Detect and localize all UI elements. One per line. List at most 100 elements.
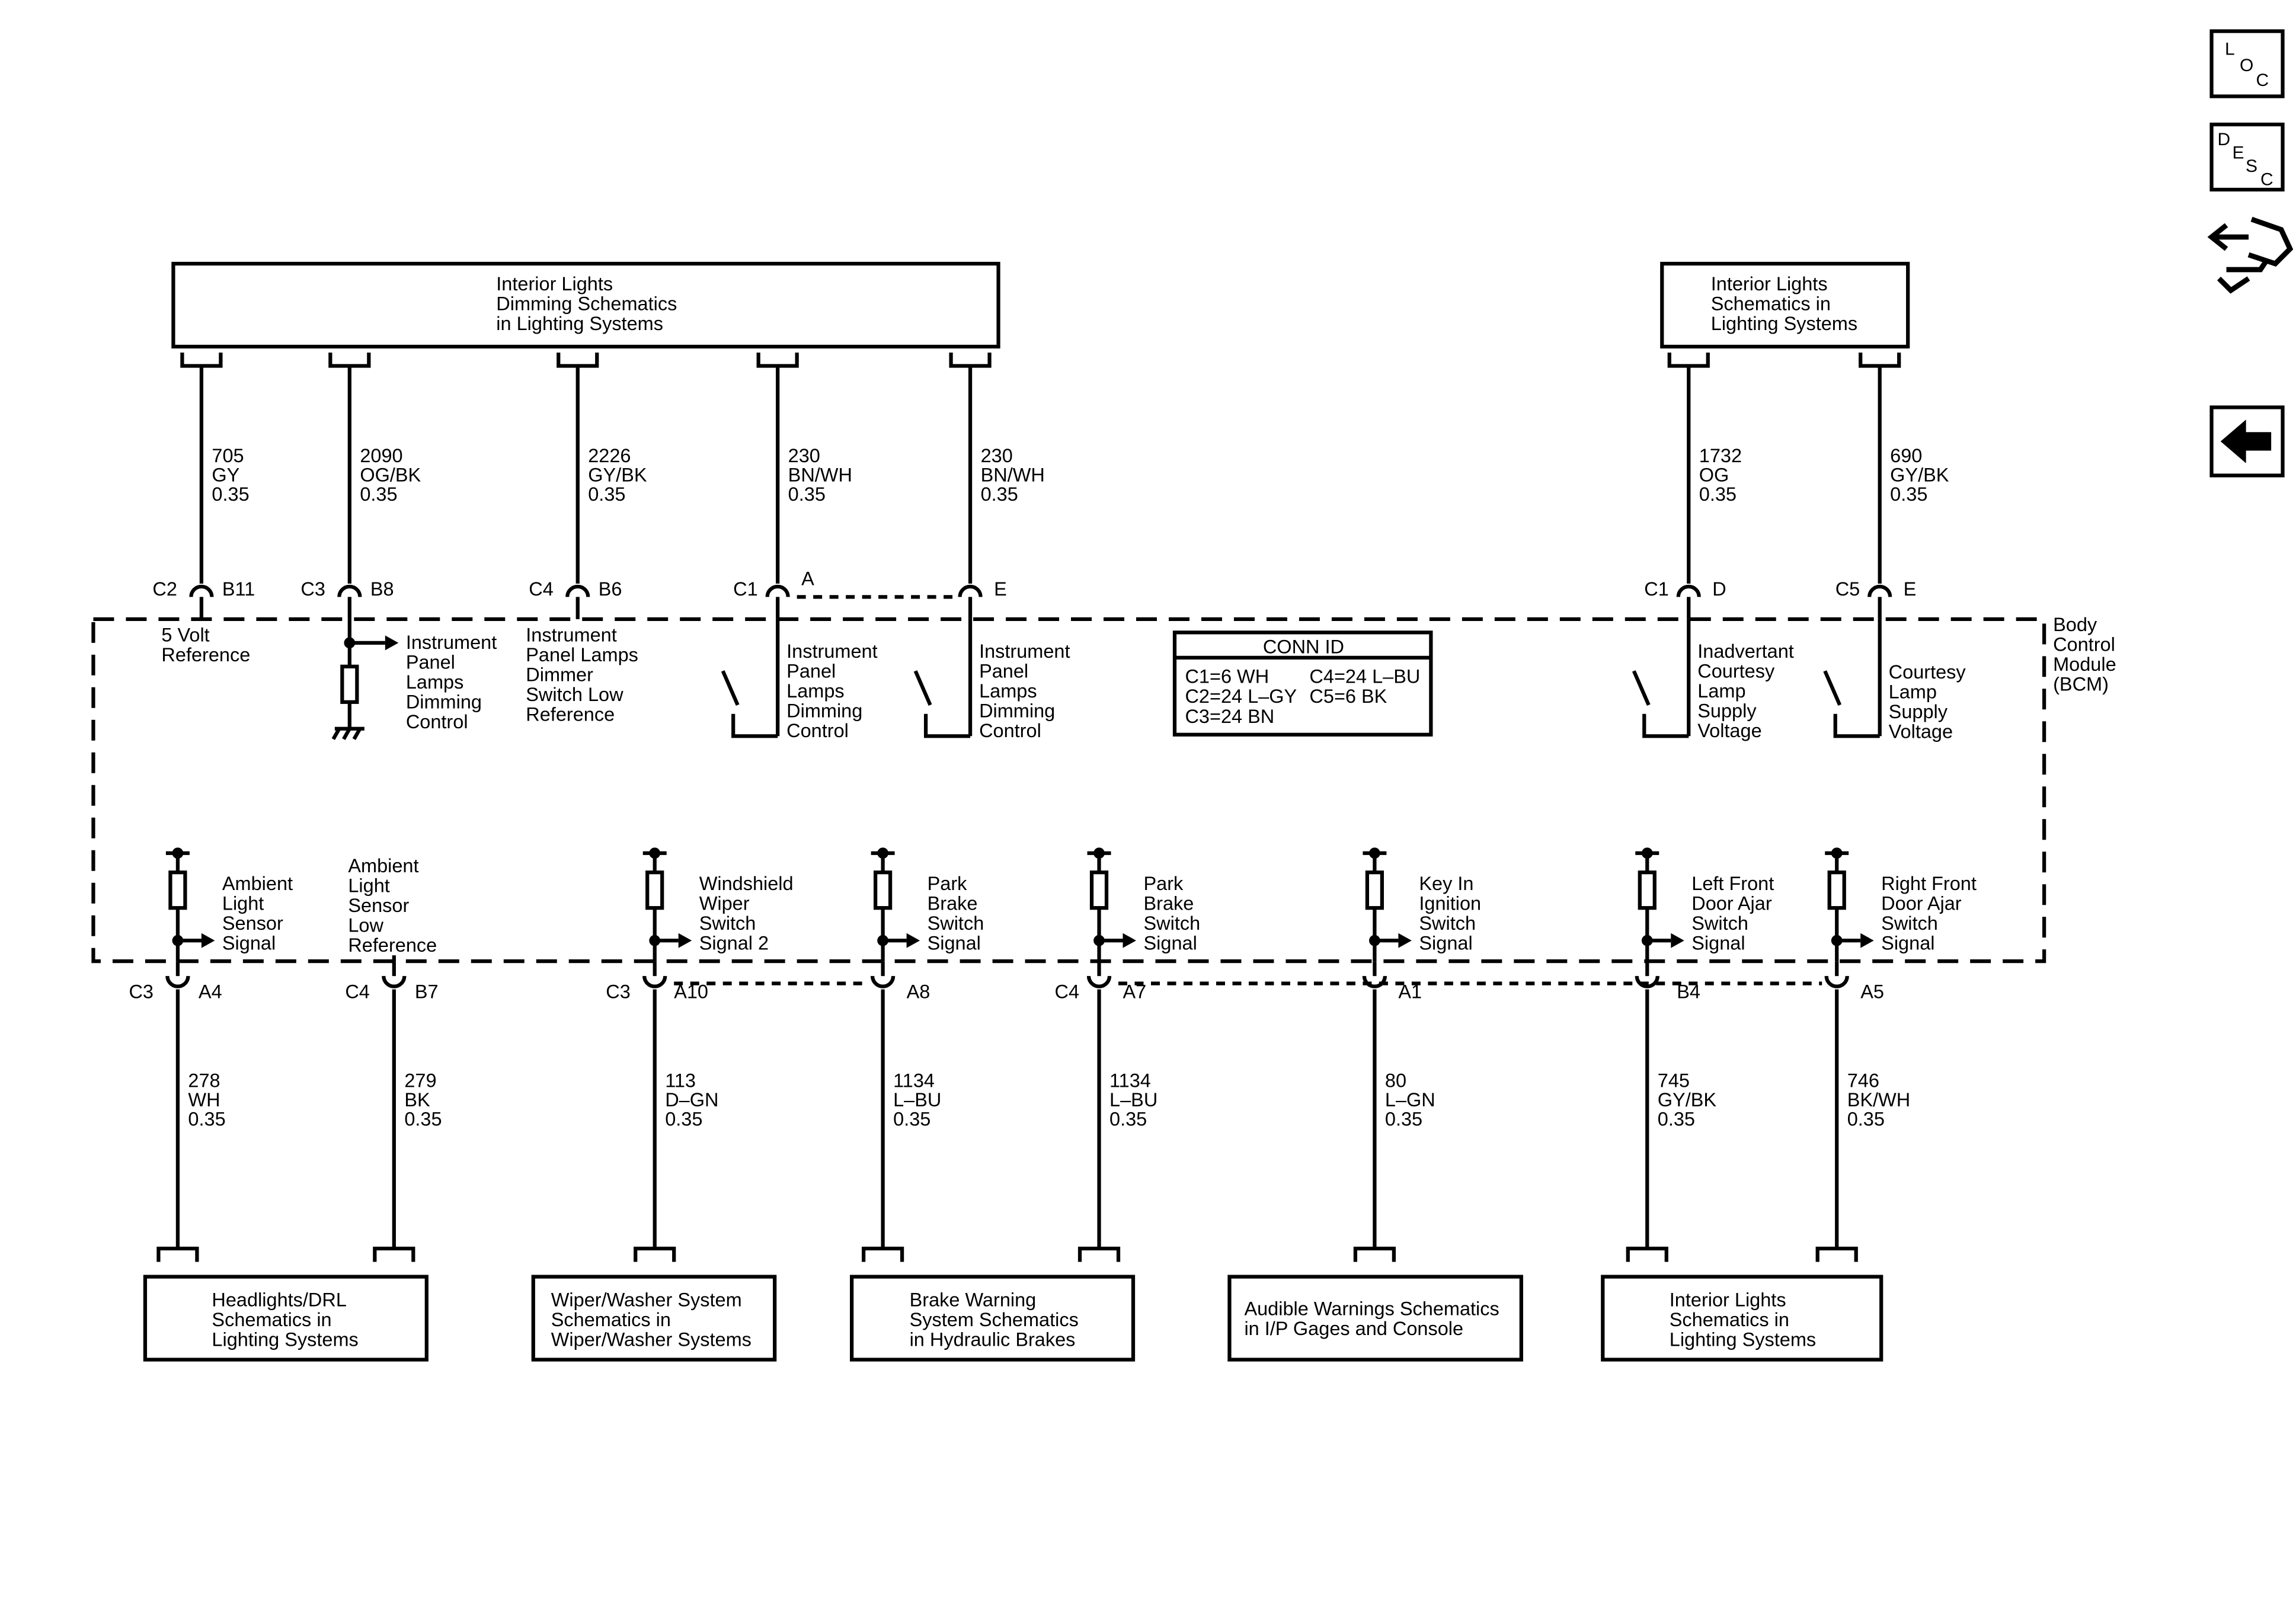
pin-id: A5	[1860, 981, 1884, 1003]
loc-button[interactable]	[2209, 29, 2285, 98]
wire-number: 279	[404, 1070, 436, 1092]
connector-id: C4	[345, 981, 370, 1003]
circuit-label: Ambient	[222, 873, 293, 894]
box-label: Schematics in	[212, 1309, 331, 1330]
switch-contact	[731, 713, 778, 738]
wire-color: OG/BK	[360, 464, 421, 485]
wire-gauge: 0.35	[1890, 484, 1927, 505]
connector-pin	[1868, 584, 1892, 597]
wire-gauge: 0.35	[788, 484, 826, 505]
circuit-label: Instrument	[406, 632, 497, 653]
circuit-label: Signal	[222, 933, 276, 954]
circuit-label: Reference	[526, 703, 615, 725]
pin-id: A	[801, 568, 814, 589]
connector-id: C1	[733, 578, 758, 600]
destination-box-1[interactable]	[531, 1275, 777, 1362]
terminal-bracket	[756, 352, 799, 368]
desc-button[interactable]	[2209, 122, 2285, 192]
wire-color: BN/WH	[981, 464, 1045, 485]
box-label: System Schematics	[910, 1309, 1079, 1330]
circuit-label: Courtesy	[1697, 660, 1775, 681]
connector-id: C4	[529, 578, 554, 600]
connector-id: C3	[129, 981, 154, 1003]
interior-lights-box-top[interactable]	[1660, 261, 1910, 349]
box-label: Interior Lights	[496, 273, 613, 295]
wire-color: OG	[1699, 464, 1729, 485]
circuit-label: Switch	[1144, 913, 1201, 934]
arrow-head-icon	[1123, 933, 1137, 948]
wire-number: 1134	[1109, 1070, 1151, 1092]
terminal-bracket	[180, 352, 223, 368]
pin-id: B4	[1677, 981, 1700, 1003]
circuit-label: Voltage	[1697, 720, 1761, 741]
wire-color: BN/WH	[788, 464, 852, 485]
circuit-label: Low	[348, 915, 383, 936]
desc-letter: D	[2218, 130, 2231, 149]
circuit-label: Instrument	[526, 624, 616, 645]
wire-gauge: 0.35	[404, 1109, 442, 1130]
wire-gauge: 0.35	[360, 484, 397, 505]
circuit-label: Signal	[1691, 933, 1745, 954]
back-button[interactable]	[2209, 405, 2285, 478]
circuit-label: Lamp	[1889, 681, 1937, 702]
connector-pin	[1676, 584, 1701, 597]
circuit-label: Park	[1144, 873, 1184, 894]
box-label: in Hydraulic Brakes	[910, 1329, 1076, 1350]
switch-blade	[913, 670, 932, 706]
resistor-icon	[873, 870, 893, 910]
wire-color: WH	[188, 1089, 220, 1110]
circuit-label: Signal	[1144, 933, 1197, 954]
conn-id-title: CONN ID	[1263, 636, 1344, 657]
switch-blade	[1823, 670, 1842, 706]
resistor-icon	[1089, 870, 1109, 910]
wire-color: GY/BK	[1890, 464, 1949, 485]
bcm-label: (BCM)	[2053, 673, 2109, 694]
box-label: Lighting Systems	[212, 1329, 358, 1350]
destination-box-2[interactable]	[850, 1275, 1136, 1362]
terminal-bracket	[156, 1246, 199, 1262]
box-label: Schematics in	[1711, 293, 1831, 314]
destination-box-3[interactable]	[1227, 1275, 1523, 1362]
circuit-label: Instrument	[786, 641, 877, 662]
circuit-label: Control	[406, 711, 468, 732]
box-label: Schematics in	[551, 1309, 671, 1330]
box-label: in I/P Gages and Console	[1244, 1318, 1463, 1339]
circuit-label: Inadvertant	[1697, 641, 1794, 662]
box-label: Schematics in	[1670, 1309, 1789, 1330]
wire-gauge: 0.35	[1699, 484, 1737, 505]
bcm-module-outline	[91, 617, 2046, 964]
circuit-label: Reference	[348, 934, 437, 956]
circuit-label: Light	[222, 893, 264, 914]
wire-number: 705	[212, 445, 244, 466]
circuit-label: Door Ajar	[1691, 893, 1772, 914]
wire-color: BK/WH	[1847, 1089, 1910, 1110]
circuit-label: Dimmer	[526, 664, 593, 685]
destination-box-0[interactable]	[143, 1275, 428, 1362]
interior-lights-dimming-box[interactable]	[171, 261, 1000, 349]
circuit-label: Reference	[161, 644, 250, 665]
connector-pin	[337, 584, 362, 597]
destination-box-4[interactable]	[1601, 1275, 1884, 1362]
connector-pin	[1086, 975, 1112, 988]
switch-blade	[1632, 670, 1651, 706]
desc-letter: C	[2260, 170, 2273, 190]
wire-number: 2090	[360, 445, 402, 466]
pin-id: E	[1904, 578, 1917, 600]
circuit-label: Panel	[979, 660, 1028, 681]
wire-number: 746	[1847, 1070, 1879, 1092]
resistor-icon	[1827, 870, 1846, 910]
wire-gauge: 0.35	[1385, 1109, 1422, 1130]
conn-id-entry: C5=6 BK	[1309, 686, 1387, 707]
arrow-head-icon	[1671, 933, 1684, 948]
circuit-label: Lamps	[979, 680, 1037, 702]
box-label: Headlights/DRL	[212, 1289, 347, 1311]
circuit-label: Switch	[928, 913, 984, 934]
box-label: Audible Warnings Schematics	[1244, 1298, 1499, 1320]
desc-letter: S	[2246, 156, 2257, 176]
box-label: Lighting Systems	[1670, 1329, 1816, 1350]
terminal-bracket	[1667, 352, 1710, 368]
circuit-label: Switch	[1691, 913, 1748, 934]
left-arrow-icon[interactable]	[2220, 420, 2272, 463]
circuit-label: Courtesy	[1889, 661, 1966, 683]
